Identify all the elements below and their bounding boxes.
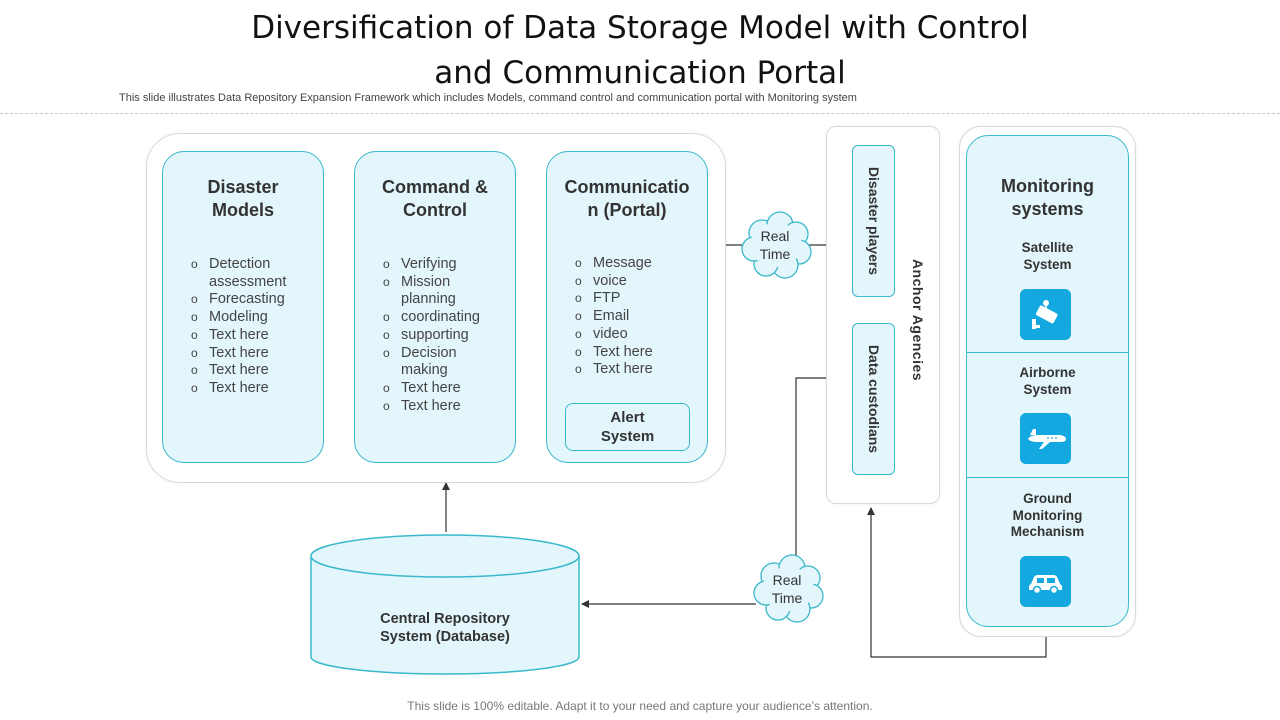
title-line-2: and Communication Portal <box>434 55 846 91</box>
list-item: video <box>575 326 653 344</box>
list-item: Email <box>575 308 653 326</box>
list-item: Forecasting <box>191 291 286 309</box>
title-line-1: Diversification of Data Storage Model wi… <box>251 10 1029 46</box>
list-item: Verifying <box>383 256 480 274</box>
list-item: Text here <box>383 380 480 398</box>
list-item: Text here <box>191 380 286 398</box>
car-icon <box>1020 556 1071 607</box>
monitoring-divider-2 <box>967 477 1128 478</box>
slide-title: Diversification of Data Storage Model wi… <box>0 6 1280 96</box>
list-item: Message <box>575 255 653 273</box>
list-item: Text here <box>191 327 286 345</box>
data-custodians-pill: Data custodians <box>852 323 895 475</box>
arrow-monitoring-anchor <box>867 507 1047 658</box>
list-item: Text here <box>191 362 286 380</box>
satellite-camera-icon <box>1020 289 1071 340</box>
footer-note: This slide is 100% editable. Adapt it to… <box>407 699 873 713</box>
airplane-icon <box>1020 413 1071 464</box>
command-control-title: Command &Control <box>381 177 488 220</box>
title-divider <box>0 113 1280 114</box>
list-item: FTP <box>575 290 653 308</box>
list-item: Modeling <box>191 309 286 327</box>
disaster-players-pill: Disaster players <box>852 145 895 297</box>
line-custodians-cloud <box>795 377 826 562</box>
anchor-agencies-label: Anchor Agencies <box>910 258 926 382</box>
list-item: coordinating <box>383 309 480 327</box>
slide-subtitle: This slide illustrates Data Repository E… <box>119 92 857 104</box>
list-item: voice <box>575 273 653 291</box>
list-item: supporting <box>383 327 480 345</box>
list-item: Text here <box>191 345 286 363</box>
monitoring-divider-1 <box>967 352 1128 353</box>
database-cylinder <box>310 534 580 675</box>
monitoring-card <box>966 135 1129 627</box>
command-control-card: Command &Control Verifying Missionplanni… <box>354 151 516 463</box>
list-item: Text here <box>575 361 653 379</box>
list-item: Text here <box>575 344 653 362</box>
communication-list: Message voice FTP Email video Text here … <box>575 255 653 379</box>
list-item: Text here <box>383 398 480 416</box>
